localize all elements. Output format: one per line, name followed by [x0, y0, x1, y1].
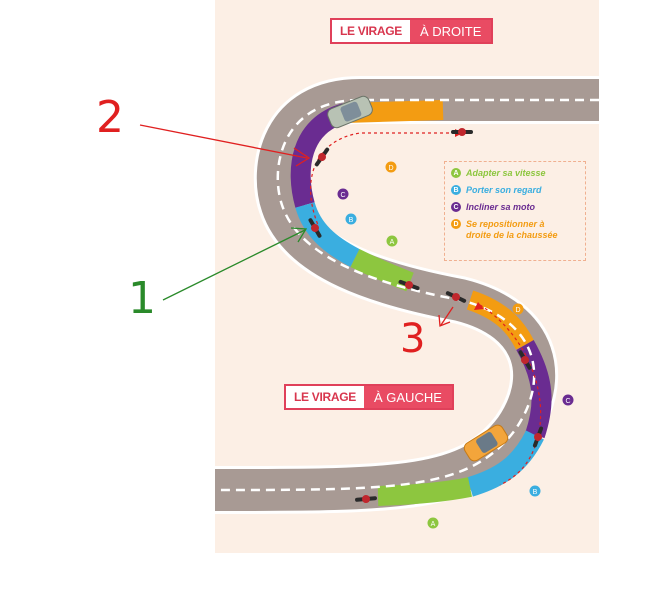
zone-a-bottom: [377, 477, 472, 506]
road-centre-line: [214, 98, 599, 492]
svg-text:3: 3: [400, 316, 425, 362]
trajectory-bottom-arrowhead: [474, 302, 484, 310]
moto-2: [314, 147, 330, 167]
badge-right-turn-direction: À DROITE: [409, 20, 492, 42]
annotation-1: 1: [128, 227, 308, 324]
legend-text-d: Se repositionner à droite de la chaussée: [466, 219, 558, 240]
svg-text:C: C: [565, 398, 570, 405]
moto-1: [451, 128, 473, 136]
badge-left-turn-direction: À GAUCHE: [363, 386, 452, 408]
legend-item-a: A Adapter sa vitesse: [451, 168, 579, 179]
zone-a-top: [350, 249, 414, 292]
legend-badge-d: D: [451, 219, 461, 229]
svg-text:A: A: [431, 521, 436, 528]
zone-b-top: [295, 201, 360, 267]
trajectory-top: [310, 132, 455, 226]
legend: A Adapter sa vitesse B Porter son regard…: [444, 161, 586, 261]
svg-text:1: 1: [128, 273, 156, 324]
svg-text:D: D: [388, 165, 393, 172]
legend-text-b: Porter son regard: [466, 185, 542, 195]
badge-right-turn-label: LE VIRAGE: [332, 20, 410, 42]
marker-d-top: D: [385, 161, 397, 173]
svg-text:B: B: [349, 217, 354, 224]
marker-b-top: B: [345, 213, 357, 225]
legend-item-b: B Porter son regard: [451, 185, 579, 196]
marker-c-top: C: [337, 188, 349, 200]
legend-text-a: Adapter sa vitesse: [466, 168, 546, 178]
moto-6: [518, 350, 532, 370]
svg-text:D: D: [515, 307, 520, 314]
moto-4: [398, 279, 420, 291]
zone-b-bottom: [466, 430, 544, 497]
annotation-2: 2: [96, 92, 311, 167]
legend-text-c: Incliner sa moto: [466, 202, 536, 212]
badge-left-turn-label: LE VIRAGE: [286, 386, 364, 408]
legend-badge-a: A: [451, 168, 461, 178]
legend-badge-c: C: [451, 202, 461, 212]
marker-c-bottom: C: [562, 394, 574, 406]
svg-text:A: A: [390, 239, 395, 246]
marker-d-bottom: D: [512, 303, 524, 315]
marker-a-top: A: [386, 235, 398, 247]
car-top: [327, 95, 373, 129]
badge-right-turn: LE VIRAGE À DROITE: [330, 18, 494, 44]
moto-8: [355, 495, 377, 503]
annotation-3: 3: [400, 306, 454, 362]
svg-text:2: 2: [96, 92, 124, 143]
legend-item-c: C Incliner sa moto: [451, 202, 579, 213]
trajectory-bottom: [479, 304, 542, 486]
moto-3: [308, 218, 322, 238]
moto-7: [532, 426, 544, 448]
badge-left-turn: LE VIRAGE À GAUCHE: [284, 384, 454, 410]
svg-text:B: B: [533, 489, 538, 496]
car-bottom: [463, 424, 509, 462]
marker-b-bottom: B: [529, 485, 541, 497]
legend-badge-b: B: [451, 185, 461, 195]
legend-item-d: D Se repositionner à droite de la chauss…: [451, 219, 579, 241]
svg-text:C: C: [340, 192, 345, 199]
marker-a-bottom: A: [427, 517, 439, 529]
moto-5: [445, 291, 467, 303]
